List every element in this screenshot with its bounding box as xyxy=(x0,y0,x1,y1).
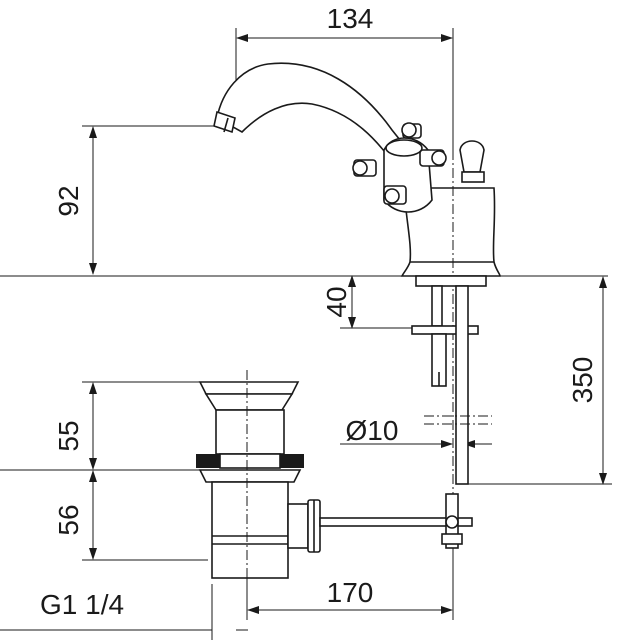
spout xyxy=(216,62,409,172)
dimension-tail-length: 350 xyxy=(464,276,612,485)
lift-rod-knob xyxy=(459,140,485,173)
aerator xyxy=(213,110,236,134)
thread-size-label: G1 1/4 xyxy=(40,589,124,620)
faucet-body xyxy=(400,187,501,277)
deck-thickness-label: 40 xyxy=(321,286,352,317)
spout-height-label: 92 xyxy=(53,185,84,216)
dimension-spout-reach: 134 xyxy=(235,3,454,150)
dimension-spout-height: 92 xyxy=(53,125,236,275)
dimension-waste-lower: 56 xyxy=(53,470,208,561)
popup-waste xyxy=(196,370,473,600)
tube-diameter-label: Ø10 xyxy=(346,415,399,446)
spout-reach-label: 134 xyxy=(327,3,374,34)
tail-pipes xyxy=(411,275,492,485)
dimension-thread-size: G1 1/4 xyxy=(0,584,248,640)
dimension-rod-length: 170 xyxy=(246,548,454,620)
tail-length-label: 350 xyxy=(567,357,598,404)
dimension-waste-upper: 55 xyxy=(0,381,208,471)
dimension-deck-thickness: 40 xyxy=(321,275,420,329)
rod-length-label: 170 xyxy=(327,577,374,608)
dimension-tube-diameter: Ø10 xyxy=(340,415,492,448)
waste-lower-label: 56 xyxy=(53,504,84,535)
faucet xyxy=(213,62,501,530)
waste-upper-label: 55 xyxy=(53,420,84,451)
